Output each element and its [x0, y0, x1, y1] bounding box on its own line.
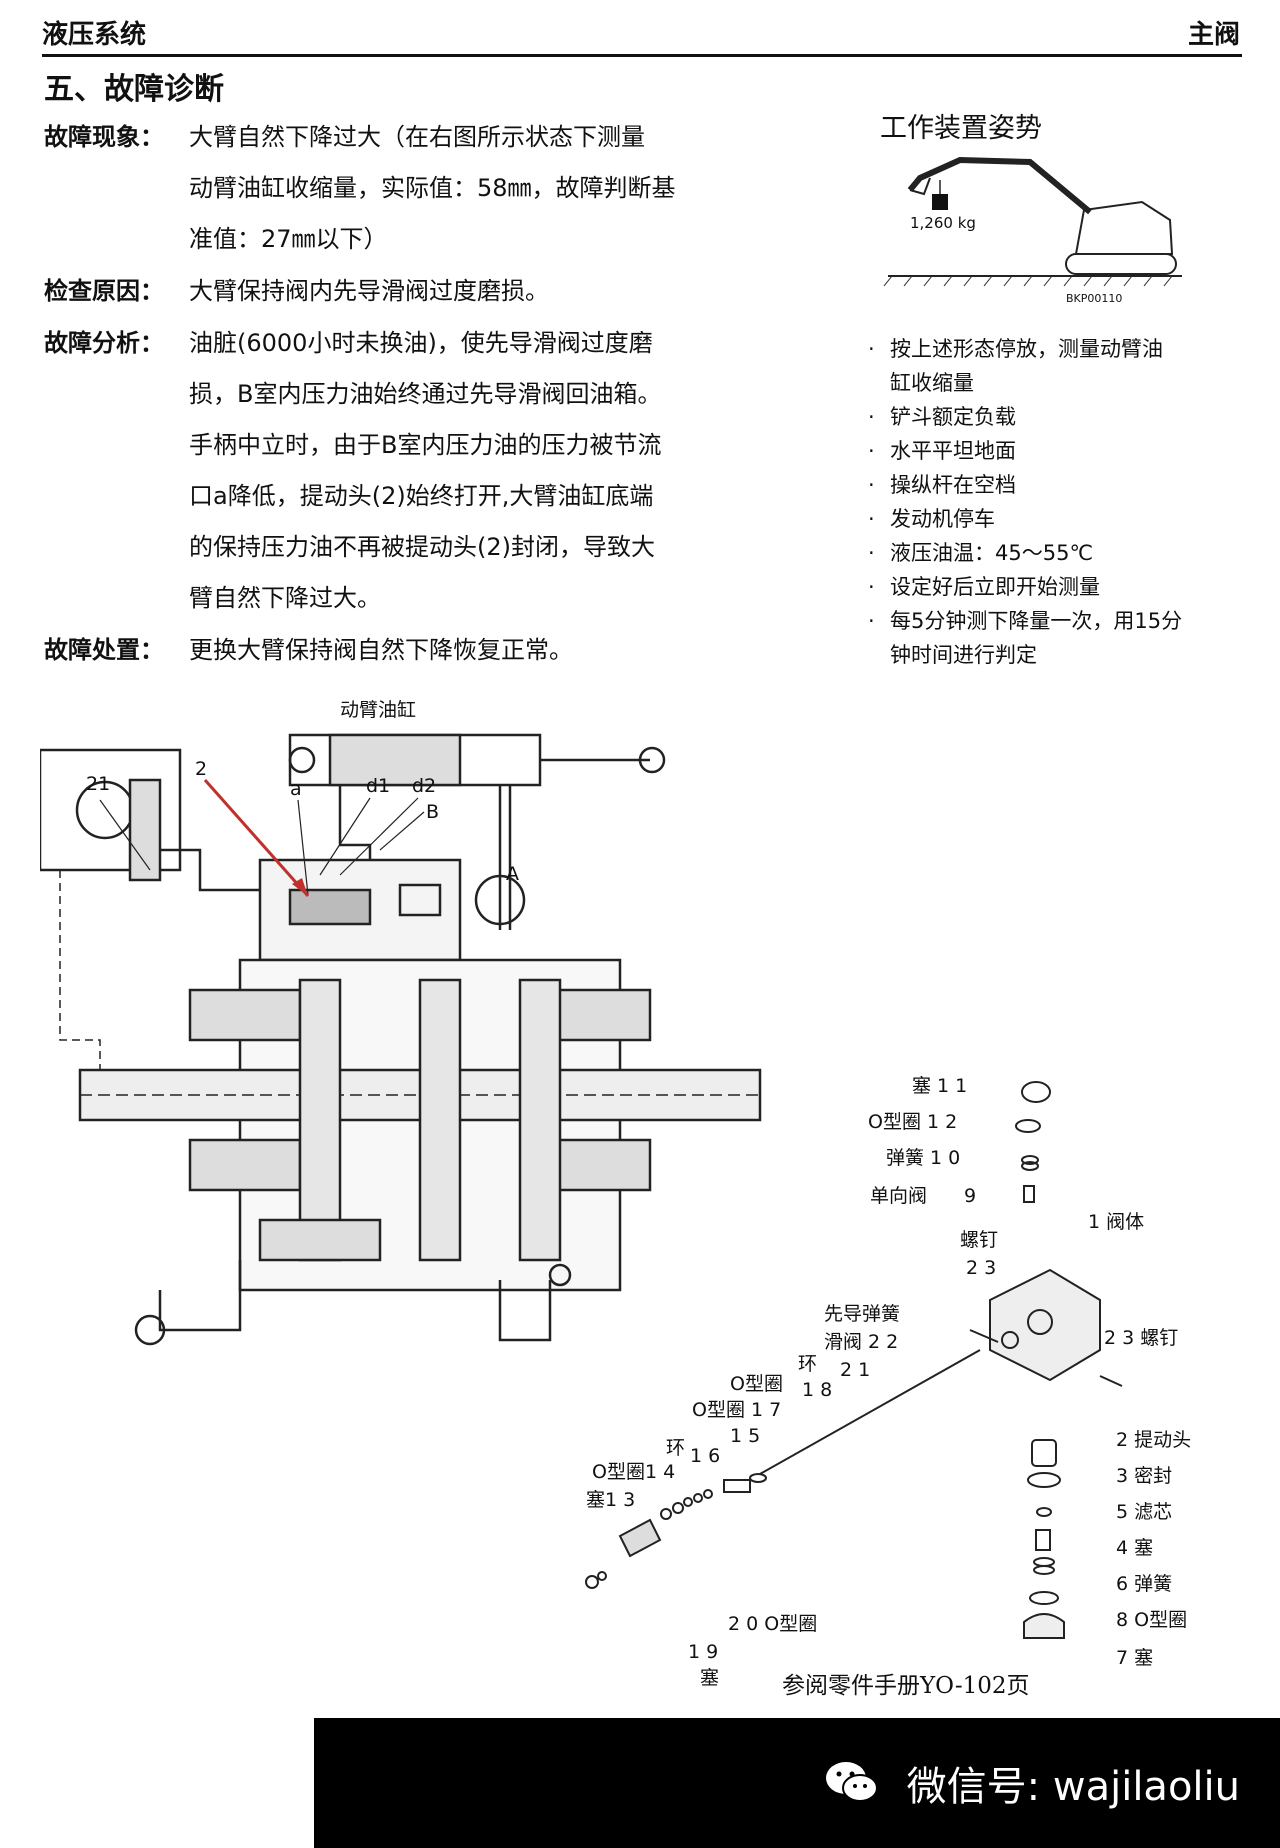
plug-13-part: [618, 1518, 662, 1558]
row-line: 油脏(6000小时未换油)，使先导滑阀过度磨: [189, 329, 653, 357]
part-21: 2 1: [840, 1359, 870, 1381]
load-weight: [932, 194, 948, 210]
wechat-icon: [826, 1762, 878, 1802]
pose-title: 工作装置姿势: [880, 113, 1042, 144]
part-6: 6 弹簧: [1116, 1573, 1172, 1595]
part-14: O型圈1 4: [592, 1461, 675, 1483]
part-16: 1 6: [690, 1445, 720, 1467]
poppet-part: [1031, 1439, 1057, 1467]
part-19: 1 9: [688, 1641, 718, 1663]
row-line: 损，B室内压力油始终通过先导滑阀回油箱。: [189, 380, 662, 408]
excavator-posture-figure: 1,260 kg BKP00110: [883, 156, 1182, 305]
wechat-watermark-banner: 微信号: wajilaoliu: [314, 1718, 1280, 1848]
label-2: 2: [195, 758, 207, 780]
wechat-id: 微信号: wajilaoliu: [906, 1764, 1240, 1810]
section-title: 五、故障诊断: [44, 72, 224, 107]
row-line: 口a降低，提动头(2)始终打开,大臂油缸底端: [189, 482, 654, 510]
label-d1: d1: [366, 775, 390, 797]
label-b: B: [426, 801, 439, 823]
part-19-plug: 塞: [700, 1667, 719, 1689]
row-text: 大臂自然下降过大（在右图所示状态下测量 动臂油缸收缩量，实际值：58㎜，故障判断…: [189, 112, 799, 265]
boom-arm: [907, 156, 1092, 215]
part-11: 塞 1 1: [912, 1075, 967, 1097]
part-3: 3 密封: [1116, 1465, 1172, 1487]
row-line: 手柄中立时，由于B室内压力油的压力被节流: [189, 431, 662, 459]
row-label: 检查原因：: [44, 277, 164, 305]
label-21: 21: [86, 773, 110, 795]
part-20: 2 0 O型圈: [728, 1613, 817, 1635]
part-9-number: 9: [964, 1185, 976, 1207]
label-d2: d2: [412, 775, 436, 797]
parts-manual-reference: 参阅零件手册YO-102页: [782, 1673, 1030, 1699]
label-port-a: A: [506, 863, 519, 885]
plug-11-part: [1021, 1081, 1051, 1103]
part-12: O型圈 1 2: [868, 1111, 957, 1133]
header-right: 主阀: [1187, 20, 1240, 50]
crawler-track: [1065, 253, 1177, 275]
row-text: 油脏(6000小时未换油)，使先导滑阀过度磨 损，B室内压力油始终通过先导滑阀回…: [189, 318, 799, 624]
label-a: a: [290, 778, 302, 800]
row-line: 更换大臂保持阀自然下降恢复正常。: [189, 636, 573, 664]
list-item-continuation: 钟时间进行判定: [890, 643, 1037, 667]
part-2: 2 提动头: [1116, 1429, 1191, 1451]
part-23-number: 2 3: [966, 1257, 996, 1279]
list-item: 操纵杆在空档: [866, 468, 1182, 502]
part-23-right: 2 3 螺钉: [1104, 1327, 1178, 1349]
row-label: 故障现象：: [44, 123, 164, 151]
header-divider: [42, 54, 1242, 57]
row-label: 故障处置：: [44, 636, 164, 664]
part-22-line2: 滑阀 2 2: [824, 1331, 898, 1353]
part-13: 塞1 3: [586, 1489, 635, 1511]
list-item: 液压油温：45～55℃: [866, 536, 1182, 570]
part-15: 1 5: [730, 1425, 760, 1447]
main-valve-hydraulic-schematic: 动臂油缸 21 2 a d1 d2 B A: [40, 700, 762, 1346]
row-text: 大臂保持阀内先导滑阀过度磨损。: [189, 266, 799, 317]
header-left: 液压系统: [42, 20, 147, 50]
list-item: 每5分钟测下降量一次，用15分: [866, 604, 1182, 638]
o-ring-18-label: O型圈: [730, 1373, 783, 1395]
schematic-title: 动臂油缸: [340, 700, 416, 721]
part-18: 1 8: [802, 1379, 832, 1401]
measurement-notes: 按上述形态停放，测量动臂油 缸收缩量 铲斗额定负载 水平平坦地面 操纵杆在空档 …: [866, 332, 1182, 672]
ring-18-label: 环: [798, 1353, 817, 1375]
load-weight-label: 1,260 kg: [910, 214, 976, 232]
cab-body: [1074, 200, 1174, 255]
row-text: 更换大臂保持阀自然下降恢复正常。: [189, 625, 799, 676]
part-8: 8 O型圈: [1116, 1609, 1187, 1631]
row-label: 故障分析：: [44, 329, 164, 357]
valve-body-part: [989, 1268, 1101, 1382]
row-line: 的保持压力油不再被提动头(2)封闭，导致大: [189, 533, 655, 561]
part-22-line1: 先导弹簧: [824, 1303, 900, 1325]
port-a-circle: [474, 874, 526, 926]
list-item: 按上述形态停放，测量动臂油: [866, 332, 1182, 366]
list-item-continuation: 缸收缩量: [890, 371, 974, 395]
pilot-valve-body: [40, 748, 182, 872]
part-7: 7 塞: [1116, 1647, 1153, 1669]
part-5: 5 滤芯: [1116, 1501, 1172, 1523]
part-1: 1 阀体: [1088, 1211, 1144, 1233]
list-item: 铲斗额定负载: [866, 400, 1182, 434]
row-line: 大臂保持阀内先导滑阀过度磨损。: [189, 277, 549, 305]
part-9-label: 单向阀: [870, 1185, 927, 1207]
figure-code: BKP00110: [1066, 292, 1122, 305]
pointer-arrow: [203, 779, 310, 897]
row-line: 动臂油缸收缩量，实际值：58㎜，故障判断基: [189, 174, 676, 202]
part-23-label: 螺钉: [960, 1229, 998, 1251]
row-line: 臂自然下降过大。: [189, 584, 381, 612]
part-4: 4 塞: [1116, 1537, 1153, 1559]
list-item: 设定好后立即开始测量: [866, 570, 1182, 604]
part-10: 弹簧 1 0: [886, 1147, 960, 1169]
holding-valve-exploded-view: 塞 1 1 O型圈 1 2 弹簧 1 0 单向阀 9 1 阀体 螺钉 2 3 2…: [585, 1075, 1191, 1689]
row-line: 大臂自然下降过大（在右图所示状态下测量: [189, 123, 645, 151]
bucket: [909, 177, 931, 196]
part-17: O型圈 1 7: [692, 1399, 781, 1421]
row-line: 准值：27㎜以下）: [189, 225, 388, 253]
list-item: 发动机停车: [866, 502, 1182, 536]
ring-16-label: 环: [666, 1437, 685, 1459]
list-item: 水平平坦地面: [866, 434, 1182, 468]
